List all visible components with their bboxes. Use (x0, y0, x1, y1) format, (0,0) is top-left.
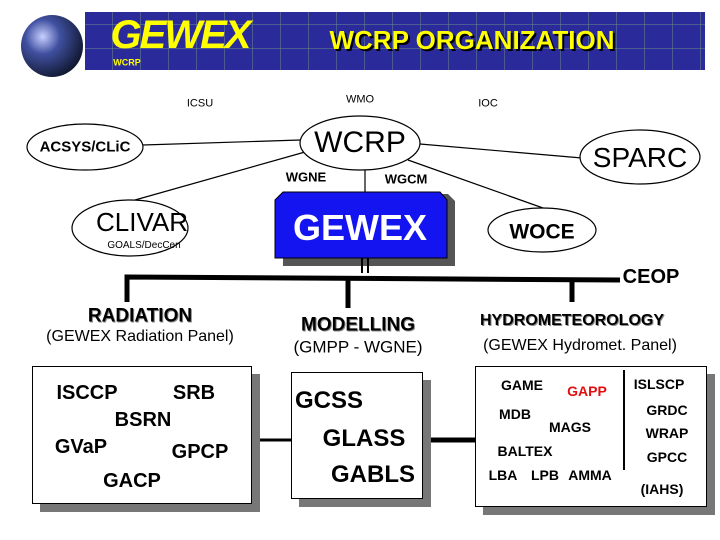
project-lpb: LPB (531, 467, 559, 483)
node-wcrp: WCRP (314, 126, 406, 159)
globe-icon (21, 15, 83, 77)
node-clivar: CLIVAR (96, 207, 188, 237)
label-wgcm: WGCM (384, 171, 428, 187)
hydro-title: HYDROMETEOROLOGY (479, 312, 665, 329)
banner-band (85, 12, 705, 70)
sponsor-icsu: ICSU (186, 97, 214, 110)
project-mdb: MDB (499, 406, 531, 422)
project-bsrn: BSRN (114, 409, 172, 431)
gewex-logo: GEWEX (110, 13, 252, 57)
project-gacp: GACP (103, 470, 161, 492)
page-title: WCRP ORGANIZATION (329, 25, 615, 55)
radiation-subtitle: (GEWEX Radiation Panel) (46, 328, 234, 345)
project-gabls: GABLS (331, 461, 415, 488)
project-gvap: GVaP (54, 436, 108, 458)
wcrp-ellipse (299, 115, 421, 171)
hydro-divider (623, 370, 625, 470)
hydro-box (475, 366, 707, 507)
project-iahs: (IAHS) (640, 481, 684, 497)
project-islscp: ISLSCP (633, 376, 685, 392)
project-wrap: WRAP (645, 425, 689, 441)
project-grdc: GRDC (646, 402, 688, 418)
node-woce: WOCE (509, 220, 575, 244)
project-lba: LBA (488, 467, 518, 483)
project-game: GAME (501, 377, 543, 393)
project-srb: SRB (172, 382, 216, 404)
sponsor-ioc: IOC (478, 97, 498, 110)
gewex-logo-sub: WCRP (113, 57, 141, 68)
modelling-title: MODELLING (301, 314, 415, 336)
project-amma: AMMA (568, 467, 612, 483)
node-sparc: SPARC (592, 142, 688, 173)
radiation-box (32, 366, 252, 504)
project-gpcc: GPCC (646, 449, 688, 465)
node-ceop: CEOP (622, 266, 680, 288)
radiation-title: RADIATION (87, 305, 193, 327)
label-wgne: WGNE (285, 169, 327, 185)
sponsor-wmo: WMO (345, 93, 375, 106)
node-clivar-sub: GOALS/DecCen (107, 240, 181, 251)
project-gcss: GCSS (294, 387, 364, 414)
modelling-subtitle: (GMPP - WGNE) (293, 337, 423, 357)
project-baltex: BALTEX (497, 443, 553, 459)
modelling-box (291, 372, 423, 499)
project-mags: MAGS (549, 419, 591, 435)
project-gpcp: GPCP (171, 441, 229, 463)
project-isccp: ISCCP (56, 382, 118, 404)
project-gapp: GAPP (567, 383, 607, 399)
project-glass: GLASS (322, 425, 406, 452)
node-acsys: ACSYS/CLiC (39, 138, 131, 156)
hydro-subtitle: (GEWEX Hydromet. Panel) (483, 337, 677, 354)
gewex-box (274, 191, 448, 259)
node-gewex: GEWEX (292, 207, 428, 248)
